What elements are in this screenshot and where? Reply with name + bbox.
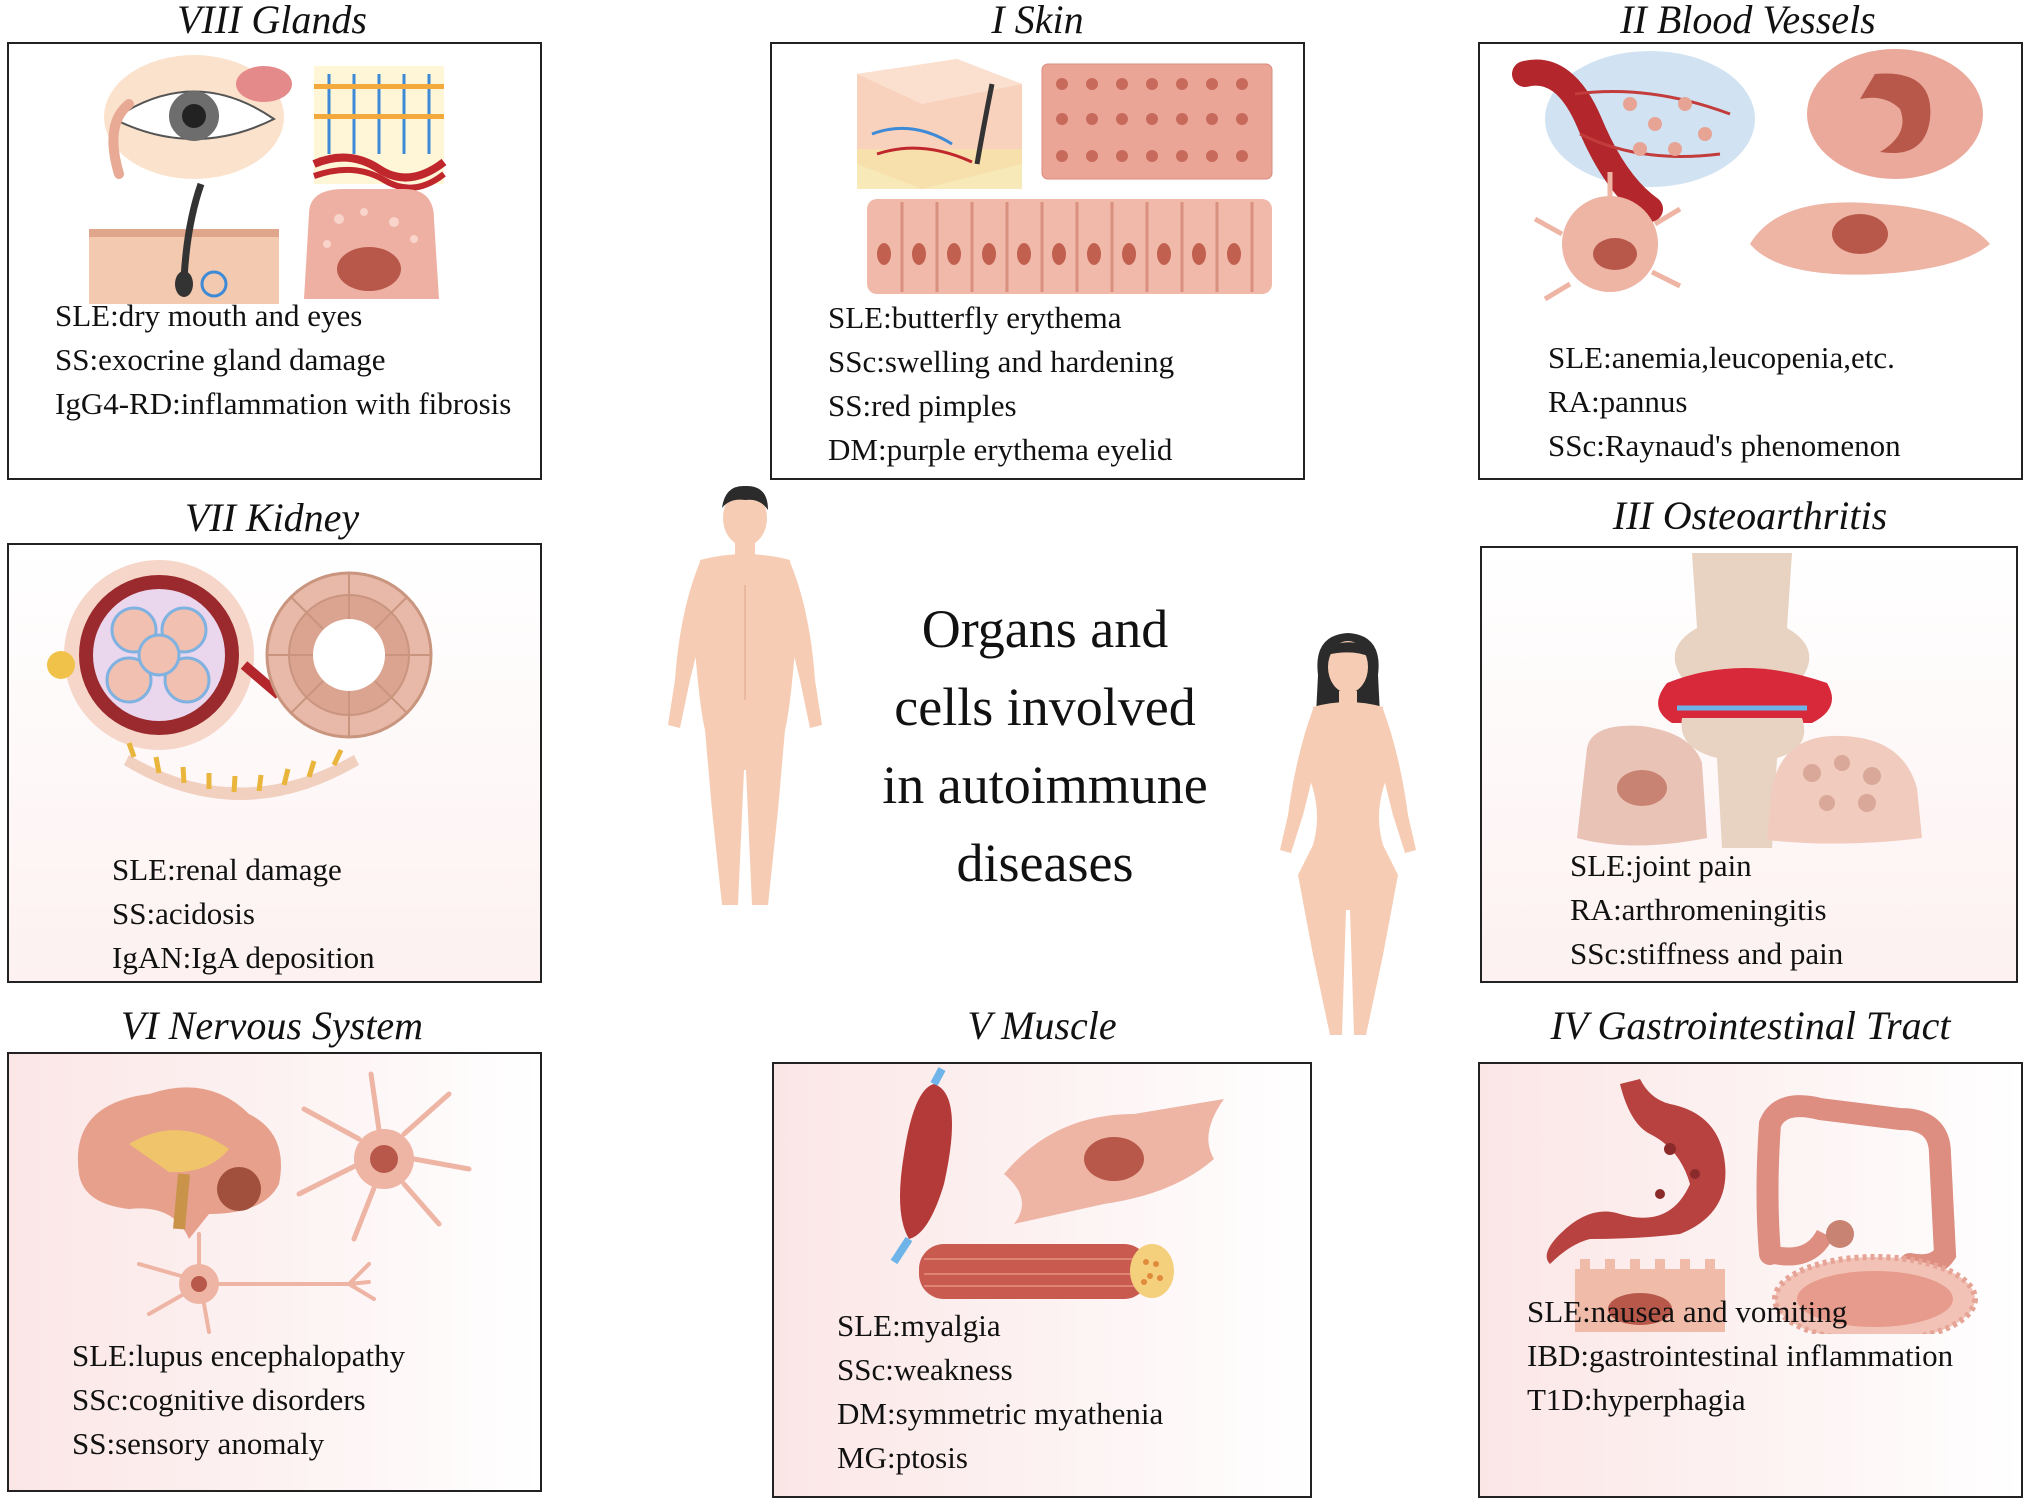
center-title: Organs and cells involved in autoimmune … xyxy=(840,590,1250,902)
kidney-panel: SLE:renal damage SS:acidosis IgAN:IgA de… xyxy=(7,543,542,983)
muscle-line-1: SLE:myalgia xyxy=(837,1308,1001,1343)
muscle-title: V Muscle xyxy=(967,1003,1117,1048)
nervous-illustration xyxy=(77,1071,472,1334)
osteo-text: SLE:joint pain RA:arthromeningitis SSc:s… xyxy=(1570,844,2010,976)
osteo-line-2: RA:arthromeningitis xyxy=(1570,892,1827,927)
muscle-line-4: MG:ptosis xyxy=(837,1440,968,1475)
skin-line-2: SSc:swelling and hardening xyxy=(828,344,1175,379)
skin-line-1: SLE:butterfly erythema xyxy=(828,300,1122,335)
male-body-figure xyxy=(668,485,822,905)
nervous-title: VI Nervous System xyxy=(120,1003,424,1048)
osteo-line-1: SLE:joint pain xyxy=(1570,848,1752,883)
blood-line-3: SSc:Raynaud's phenomenon xyxy=(1548,428,1901,463)
glands-illustration xyxy=(89,55,447,304)
blood-panel: SLE:anemia,leucopenia,etc. RA:pannus SSc… xyxy=(1478,42,2023,480)
blood-illustration xyxy=(1512,49,1990,302)
muscle-panel: SLE:myalgia SSc:weakness DM:symmetric my… xyxy=(772,1062,1312,1498)
glands-panel: SLE:dry mouth and eyes SS:exocrine gland… xyxy=(7,42,542,480)
nervous-line-3: SS:sensory anomaly xyxy=(72,1426,325,1461)
kidney-line-3: IgAN:IgA deposition xyxy=(112,940,375,975)
nervous-line-1: SLE:lupus encephalopathy xyxy=(72,1338,406,1373)
nervous-panel: SLE:lupus encephalopathy SSc:cognitive d… xyxy=(7,1052,542,1492)
kidney-line-1: SLE:renal damage xyxy=(112,852,342,887)
nervous-line-2: SSc:cognitive disorders xyxy=(72,1382,366,1417)
kidney-title: VII Kidney xyxy=(184,495,360,540)
blood-title: II Blood Vessels xyxy=(1620,0,1876,42)
osteo-panel: SLE:joint pain RA:arthromeningitis SSc:s… xyxy=(1480,546,2018,983)
blood-text: SLE:anemia,leucopenia,etc. RA:pannus SSc… xyxy=(1548,336,2018,468)
skin-illustration xyxy=(857,59,1273,294)
gi-line-1: SLE:nausea and vomiting xyxy=(1527,1294,1848,1329)
female-body-figure xyxy=(1280,633,1416,1035)
kidney-illustration xyxy=(47,560,433,800)
blood-line-2: RA:pannus xyxy=(1548,384,1688,419)
center-title-line-3: in autoimmune xyxy=(882,755,1208,815)
skin-line-3: SS:red pimples xyxy=(828,388,1017,423)
gi-text: SLE:nausea and vomiting IBD:gastrointest… xyxy=(1527,1290,2017,1422)
muscle-line-2: SSc:weakness xyxy=(837,1352,1013,1387)
center-title-line-1: Organs and xyxy=(921,599,1169,659)
osteo-title: III Osteoarthritis xyxy=(1612,493,1888,538)
osteo-line-3: SSc:stiffness and pain xyxy=(1570,936,1844,971)
gi-title: IV Gastrointestinal Tract xyxy=(1550,1003,1951,1048)
skin-title: I Skin xyxy=(991,0,1084,42)
glands-line-1: SLE:dry mouth and eyes xyxy=(55,298,363,333)
gi-line-2: IBD:gastrointestinal inflammation xyxy=(1527,1338,1954,1373)
glands-line-2: SS:exocrine gland damage xyxy=(55,342,386,377)
skin-panel: SLE:butterfly erythema SSc:swelling and … xyxy=(770,42,1305,480)
gi-line-3: T1D:hyperphagia xyxy=(1527,1382,1746,1417)
kidney-line-2: SS:acidosis xyxy=(112,896,255,931)
blood-line-1: SLE:anemia,leucopenia,etc. xyxy=(1548,340,1895,375)
kidney-text: SLE:renal damage SS:acidosis IgAN:IgA de… xyxy=(112,848,532,980)
skin-line-4: DM:purple erythema eyelid xyxy=(828,432,1173,467)
gi-panel: SLE:nausea and vomiting IBD:gastrointest… xyxy=(1478,1062,2023,1498)
muscle-text: SLE:myalgia SSc:weakness DM:symmetric my… xyxy=(837,1304,1297,1480)
osteo-illustration xyxy=(1577,553,1922,848)
nervous-text: SLE:lupus encephalopathy SSc:cognitive d… xyxy=(72,1334,532,1466)
muscle-illustration xyxy=(890,1067,1224,1299)
glands-text: SLE:dry mouth and eyes SS:exocrine gland… xyxy=(55,294,525,426)
gi-illustration xyxy=(1546,1079,1978,1334)
glands-line-3: IgG4-RD:inflammation with fibrosis xyxy=(55,386,512,421)
muscle-line-3: DM:symmetric myathenia xyxy=(837,1396,1164,1431)
center-title-line-2: cells involved xyxy=(894,677,1196,737)
center-title-line-4: diseases xyxy=(956,833,1134,893)
glands-title: VIII Glands xyxy=(177,0,367,42)
skin-text: SLE:butterfly erythema SSc:swelling and … xyxy=(828,296,1298,472)
